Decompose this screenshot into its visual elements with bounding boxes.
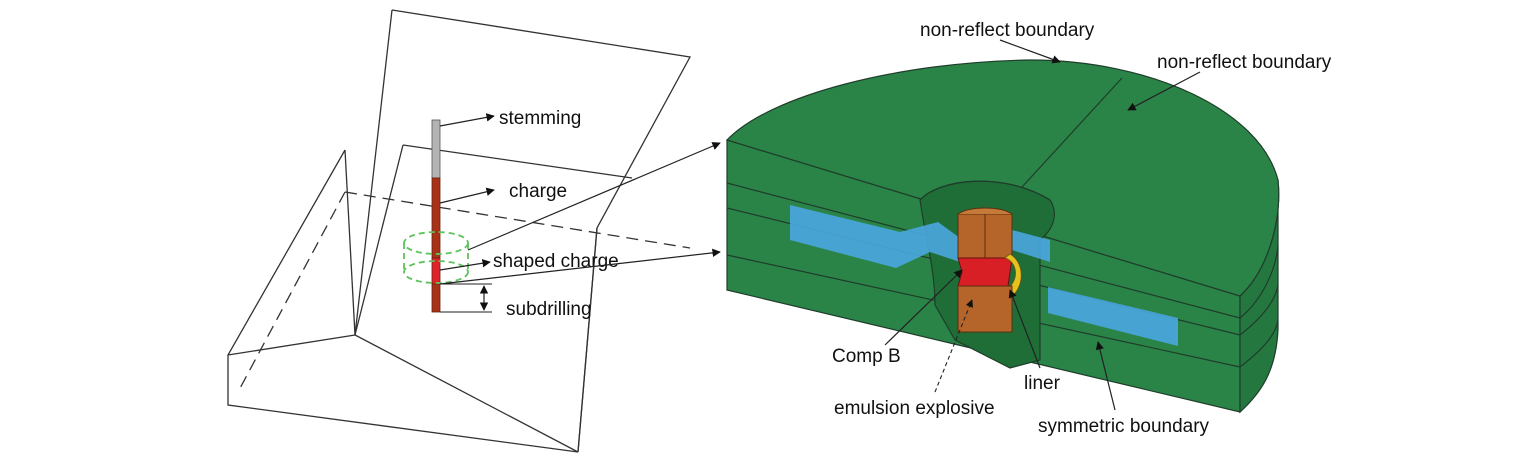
label-emulsion-explosive: emulsion explosive bbox=[834, 398, 995, 419]
bench-model: stemming charge shaped charge subdrillin… bbox=[227, 9, 721, 453]
callout-line-top bbox=[467, 142, 721, 251]
stemming-arrow bbox=[439, 113, 495, 127]
label-subdrilling: subdrilling bbox=[506, 299, 592, 320]
bench-edge-front bbox=[577, 227, 598, 453]
layer-curve-1 bbox=[1239, 244, 1279, 319]
emulsion-lower bbox=[957, 285, 1013, 333]
layer-curve-2 bbox=[1239, 284, 1279, 336]
hidden-line-diagonal bbox=[237, 191, 346, 393]
comp-b-block bbox=[957, 257, 1013, 287]
liner-arrow bbox=[1008, 289, 1041, 369]
non-reflect-right-arrow bbox=[1127, 71, 1201, 111]
blue-layer-center bbox=[1012, 230, 1050, 262]
top-divider-line bbox=[1021, 77, 1123, 188]
bench-edge-face bbox=[354, 144, 404, 336]
label-stemming: stemming bbox=[499, 108, 581, 129]
blue-layer-right bbox=[1048, 287, 1178, 346]
label-charge: charge bbox=[509, 181, 567, 202]
shaped-charge-arrow bbox=[439, 259, 491, 271]
non-reflect-top-arrow bbox=[999, 39, 1061, 64]
label-comp-b: Comp B bbox=[832, 346, 901, 367]
subdrill-column bbox=[431, 283, 441, 313]
hidden-line-horizontal bbox=[344, 191, 691, 249]
stemming-column bbox=[431, 119, 441, 179]
symmetric-arrow bbox=[1095, 341, 1116, 411]
layer-curve-3 bbox=[1239, 319, 1279, 368]
charge-arrow bbox=[439, 187, 495, 204]
label-non-reflect-right: non-reflect boundary bbox=[1157, 52, 1332, 73]
label-liner: liner bbox=[1024, 373, 1061, 394]
charge-column bbox=[431, 177, 441, 259]
blue-layer-left bbox=[790, 205, 960, 268]
numerical-model: non-reflect boundary non-reflect boundar… bbox=[725, 20, 1332, 437]
shaped-charge-ring bbox=[403, 231, 469, 284]
label-symmetric-boundary: symmetric boundary bbox=[1038, 416, 1210, 437]
model-top-face bbox=[725, 59, 1280, 297]
bench-edge-vertical bbox=[344, 149, 356, 336]
comp-b-arrow bbox=[884, 269, 963, 346]
bench-edge-bottom-back bbox=[227, 334, 356, 356]
cavity-rim bbox=[919, 180, 1051, 201]
label-non-reflect-top: non-reflect boundary bbox=[920, 20, 1095, 41]
bench-edge-back bbox=[354, 9, 579, 453]
bench-edge-left bbox=[227, 149, 579, 453]
emulsion-top-cap bbox=[957, 207, 1013, 215]
label-shaped-charge: shaped charge bbox=[493, 251, 619, 272]
bench-edge-inner bbox=[402, 144, 633, 179]
emulsion-arrow bbox=[934, 299, 973, 393]
callout-line-bottom bbox=[439, 248, 721, 285]
